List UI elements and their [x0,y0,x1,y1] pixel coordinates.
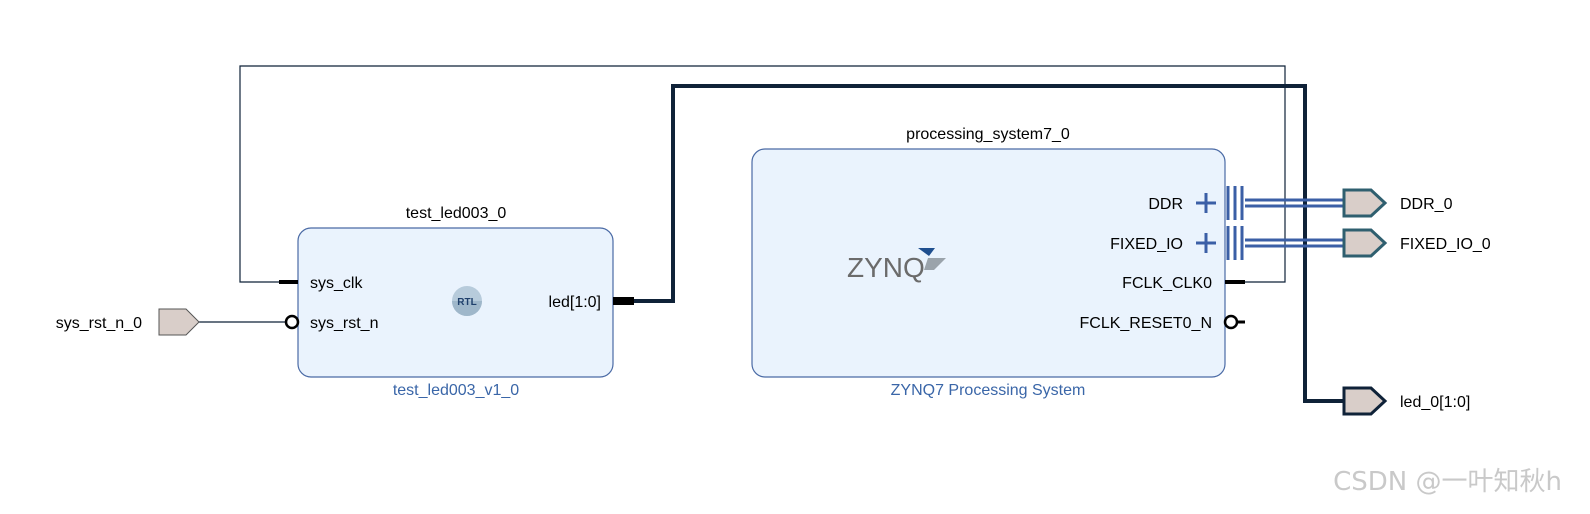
block-ip-name: test_led003_v1_0 [393,382,519,399]
port-label-led: led[1:0] [549,294,601,311]
watermark: CSDN @一叶知秋h [1333,467,1562,497]
external-port-sys-rst-n-0[interactable]: sys_rst_n_0 [56,308,200,336]
port-label-ddr: DDR [1148,196,1183,213]
external-port-label: sys_rst_n_0 [56,315,142,332]
port-label-sys-rst-n: sys_rst_n [310,315,378,332]
block-body[interactable] [751,148,1226,378]
pin-led[interactable] [613,297,634,305]
external-port-label: FIXED_IO_0 [1400,236,1491,253]
zynq-logo-icon: ZYNQ [847,248,946,283]
block-instance-name: processing_system7_0 [906,126,1070,143]
pin-fclk-reset0-n[interactable] [1223,314,1239,330]
wire-ddr-interface[interactable] [1245,198,1343,208]
expand-plus-icon[interactable] [1196,233,1216,253]
output-port-icon[interactable] [1342,386,1388,416]
port-label-fclk-clk0: FCLK_CLK0 [1122,275,1212,292]
output-port-icon[interactable] [1342,188,1388,218]
svg-text:RTL: RTL [457,297,476,308]
rtl-icon: RTL [452,286,482,316]
block-ip-name: ZYNQ7 Processing System [891,382,1086,399]
wire-led-bus[interactable] [633,84,1345,403]
wire-fclk-clk0-to-sys-clk[interactable] [239,65,1286,283]
external-port-fixed-io-0[interactable]: FIXED_IO_0 [1342,228,1491,258]
interface-bus-icon[interactable] [1226,226,1244,260]
block-instance-name: test_led003_0 [406,205,507,222]
external-port-label: DDR_0 [1400,196,1453,213]
wire-fixed-io-interface[interactable] [1245,238,1343,248]
port-label-sys-clk: sys_clk [310,275,363,292]
block-test-led003[interactable]: test_led003_0 sys_clk sys_rst_n RTL led[… [279,205,634,399]
port-label-fixed-io: FIXED_IO [1110,236,1183,253]
expand-plus-icon[interactable] [1196,193,1216,213]
output-port-icon[interactable] [1342,228,1388,258]
port-label-fclk-reset0-n: FCLK_RESET0_N [1080,315,1213,332]
external-port-led-0[interactable]: led_0[1:0] [1342,386,1470,416]
interface-bus-icon[interactable] [1226,186,1244,220]
external-port-label: led_0[1:0] [1400,394,1470,411]
pin-sys-rst-n[interactable] [284,314,300,330]
input-port-icon[interactable] [158,308,200,336]
block-processing-system7[interactable]: processing_system7_0 ZYNQ DDR FIXED_IO [751,126,1245,399]
external-port-ddr-0[interactable]: DDR_0 [1342,188,1453,218]
svg-text:ZYNQ: ZYNQ [847,252,925,283]
